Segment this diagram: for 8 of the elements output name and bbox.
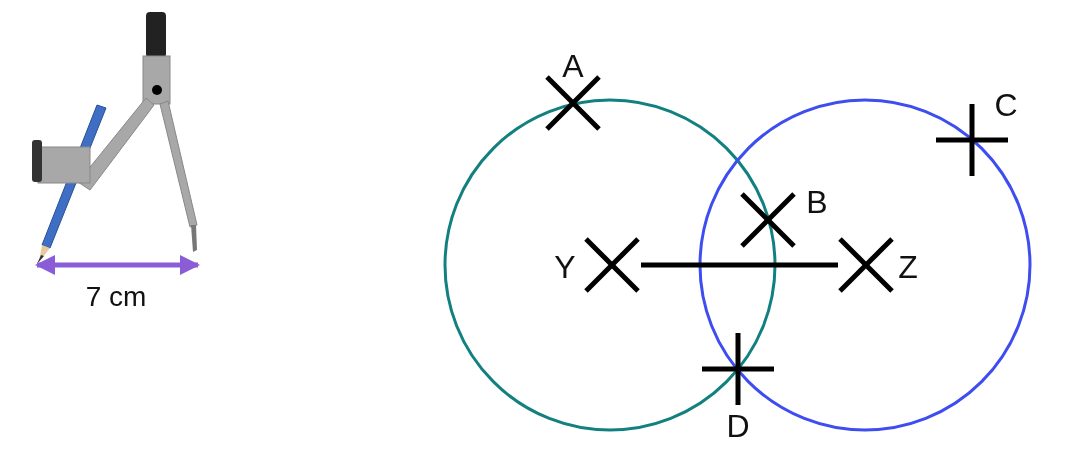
point-label: A	[562, 50, 584, 82]
point-label: Y	[554, 251, 576, 283]
dimension-label: 7 cm	[85, 281, 147, 313]
point-label: D	[726, 410, 750, 442]
point-label: Z	[898, 251, 918, 283]
line-segment	[641, 262, 838, 268]
point-label: B	[806, 186, 828, 218]
point-label: C	[994, 89, 1018, 121]
